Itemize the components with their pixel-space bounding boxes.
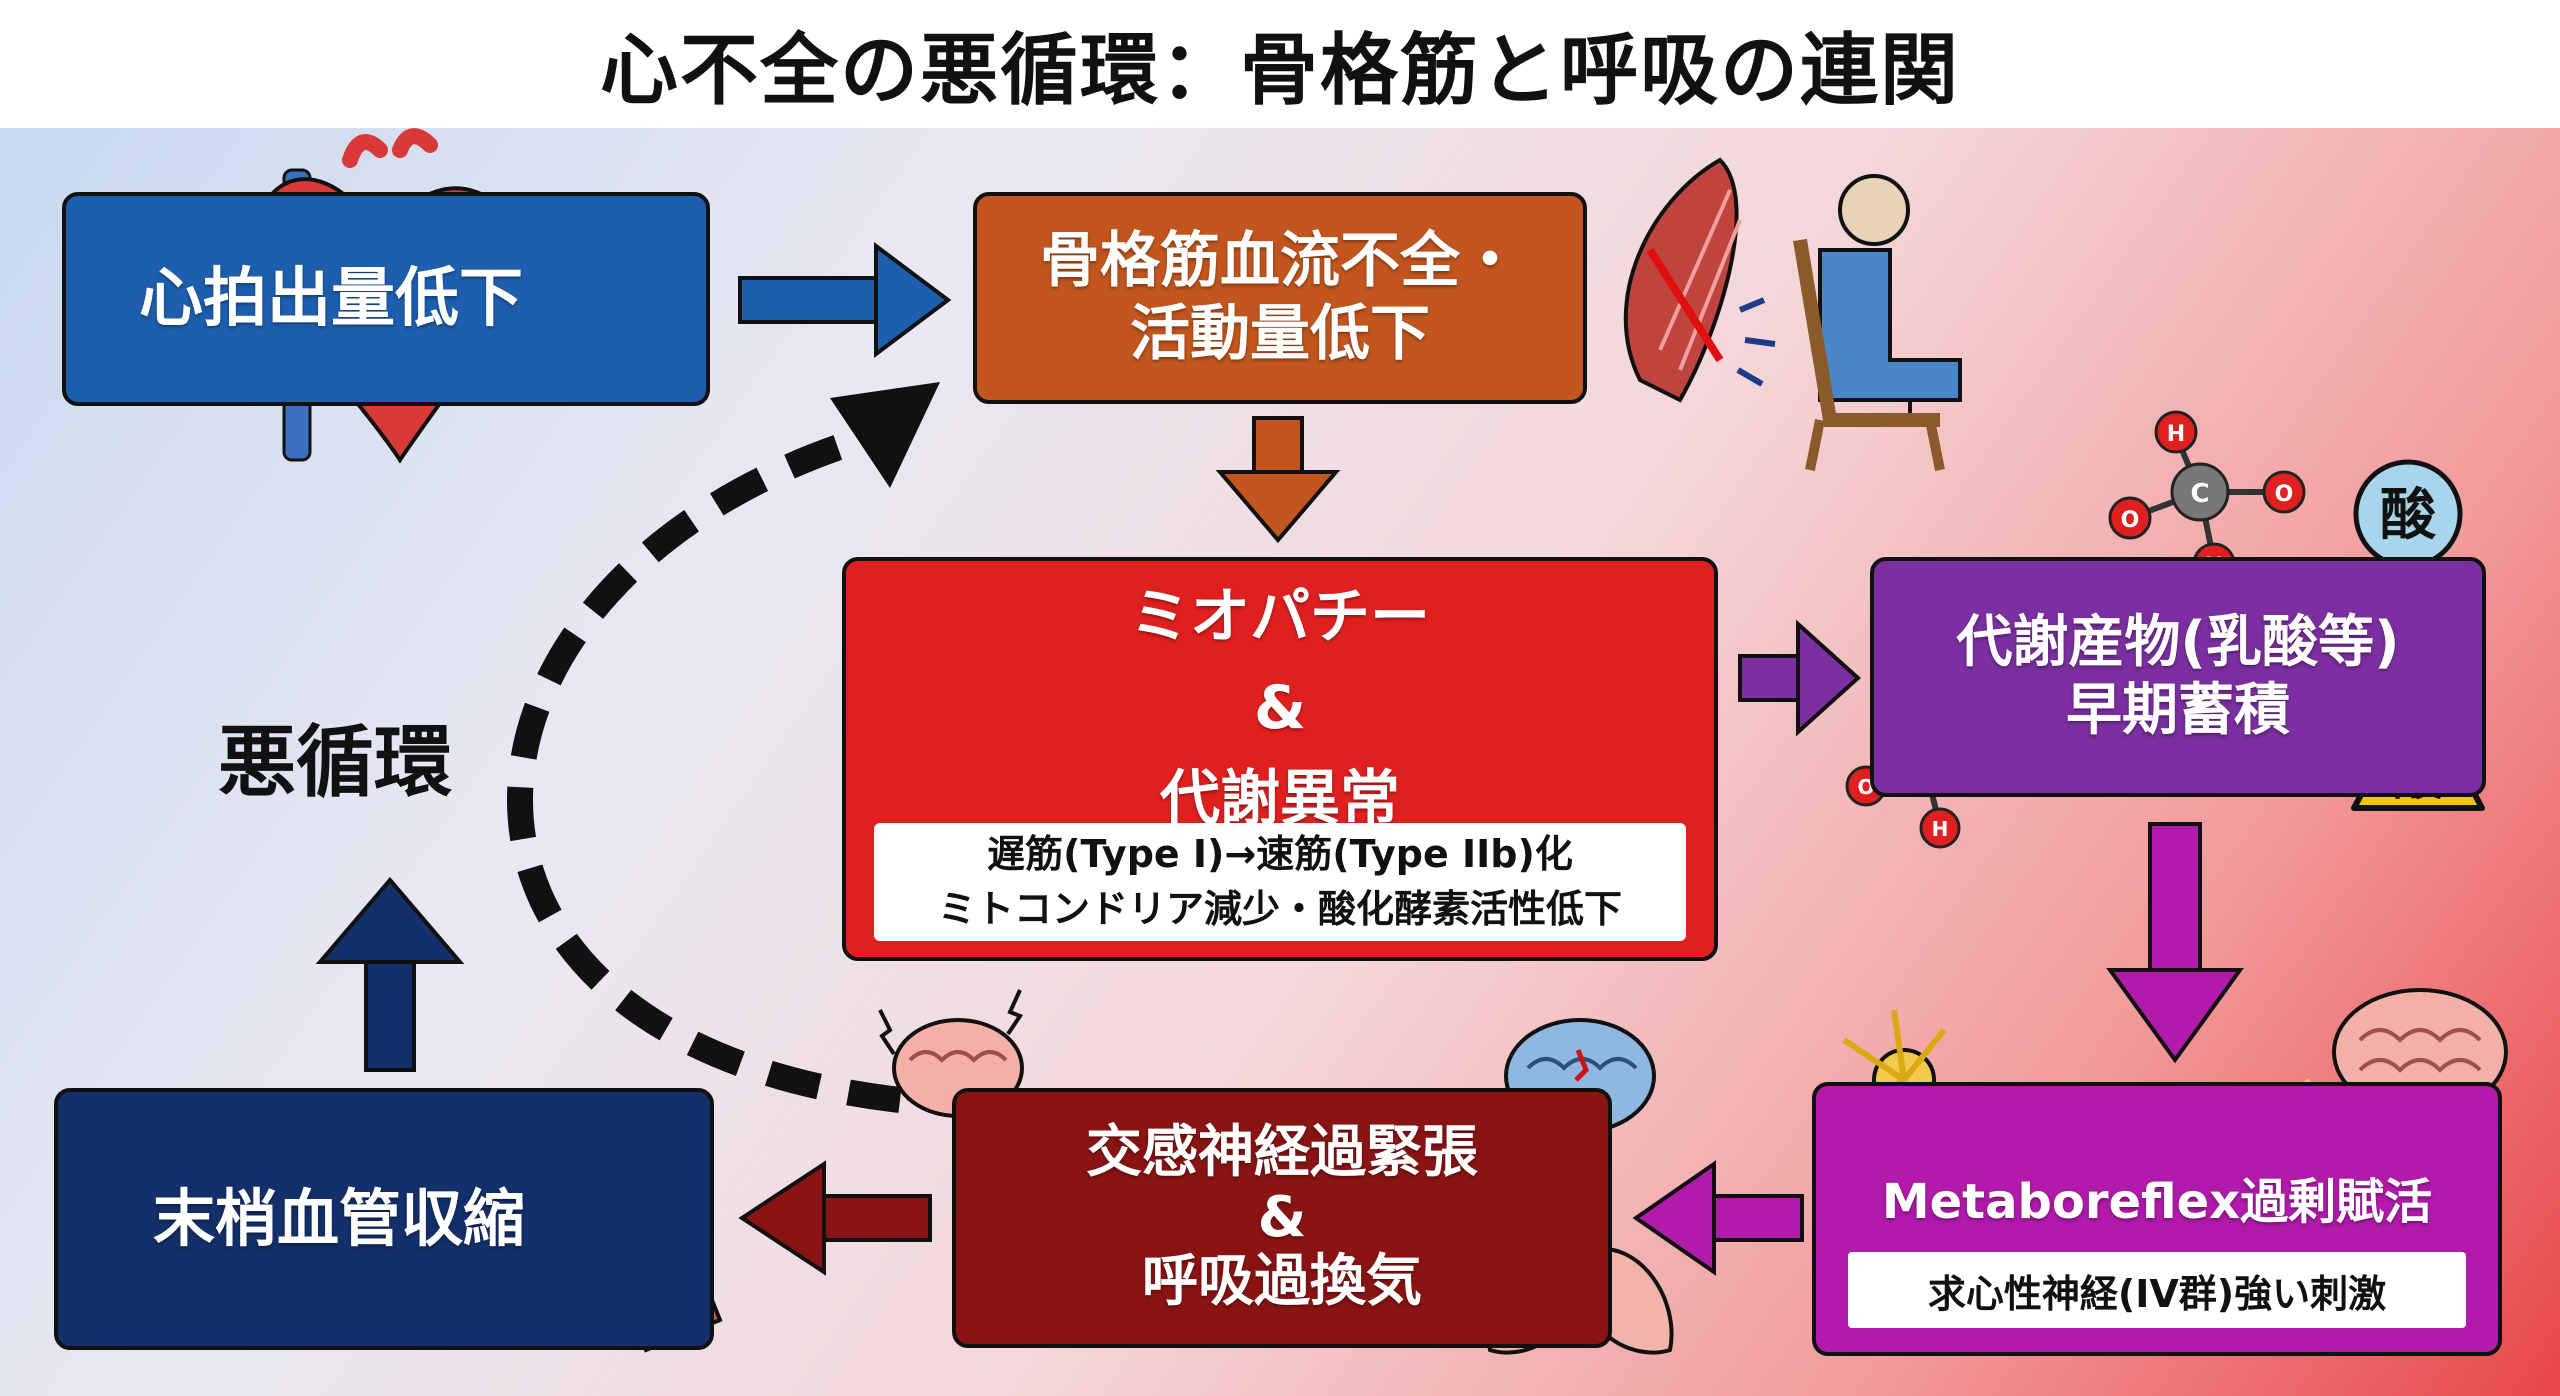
title-bar: 心不全の悪循環：骨格筋と呼吸の連関 <box>0 0 2560 128</box>
vicious-cycle-arrowhead <box>830 382 940 488</box>
arrow-metabolite-to-metaboreflex <box>2106 822 2244 1064</box>
sympathetic-box: 交感神経過緊張 & 呼吸過換気 <box>952 1088 1612 1348</box>
muscle-blood-flow-box: 骨格筋血流不全・ 活動量低下 <box>973 192 1587 404</box>
atom-label: H <box>1932 817 1949 841</box>
metaboreflex-title: Metaboreflex過剰賦活 <box>1881 1174 2433 1231</box>
arrow-sympathetic-to-vasoconstriction <box>738 1160 932 1276</box>
atom-label: H <box>2167 422 2185 447</box>
acid-badge-label: 酸 <box>2380 483 2437 548</box>
muscle-pain-icon <box>1623 157 1776 403</box>
vasoconstriction-box: 末梢血管収縮 <box>54 1088 714 1350</box>
atom-label: C <box>2190 479 2209 509</box>
arrow-muscle-to-myopathy <box>1215 416 1341 544</box>
page-title: 心不全の悪循環：骨格筋と呼吸の連関 <box>599 26 1960 116</box>
myopathy-detail-line2: ミトコンドリア減少・酸化酵素活性低下 <box>937 887 1622 931</box>
acid-badge-icon: 酸 <box>2353 459 2463 569</box>
sympathetic-amp: & <box>1257 1184 1307 1250</box>
metabolite-line2: 早期蓄積 <box>2066 678 2290 743</box>
vicious-cycle-dashed-arrow <box>507 427 902 1113</box>
metabolite-line1: 代謝産物(乳酸等) <box>1956 609 2400 675</box>
muscle-flow-line2: 活動量低下 <box>1130 299 1430 369</box>
sitting-person-icon <box>1793 174 1962 471</box>
atom-label: O <box>2275 482 2294 507</box>
cardiac-output-label: 心拍出量低下 <box>139 261 523 336</box>
cardiac-output-box: 心拍出量低下 <box>62 192 710 406</box>
vicious-cycle-label: 悪循環 <box>218 718 453 808</box>
atom-label: O <box>2121 508 2140 533</box>
sympathetic-line2: 呼吸過換気 <box>1142 1249 1422 1315</box>
muscle-flow-line1: 骨格筋血流不全・ <box>1040 225 1520 296</box>
metabolite-box: 代謝産物(乳酸等) 早期蓄積 <box>1870 557 2486 797</box>
myopathy-detail-line1: 遅筋(Type I)→速筋(Type IIb)化 <box>987 831 1573 876</box>
arrow-metaboreflex-to-sympathetic <box>1632 1160 1804 1276</box>
vasoconstriction-label: 末梢血管収縮 <box>152 1182 525 1256</box>
arrow-cardiac-to-muscle <box>738 242 952 358</box>
arrow-vasoconstriction-up <box>315 876 465 1072</box>
myopathy-line2: 代謝異常 <box>1160 764 1400 834</box>
myopathy-amp: & <box>1253 673 1307 743</box>
myopathy-box: ミオパチー & 代謝異常 遅筋(Type I)→速筋(Type IIb)化 ミト… <box>842 557 1718 961</box>
myopathy-line1: ミオパチー <box>1130 582 1430 652</box>
myopathy-detail: 遅筋(Type I)→速筋(Type IIb)化 ミトコンドリア減少・酸化酵素活… <box>874 823 1686 941</box>
metaboreflex-box: Metaboreflex過剰賦活 求心性神経(IV群)強い刺激 <box>1812 1082 2502 1356</box>
sympathetic-line1: 交感神経過緊張 <box>1086 1120 1478 1186</box>
metaboreflex-detail: 求心性神経(IV群)強い刺激 <box>1848 1252 2466 1328</box>
arrow-myopathy-to-metabolite <box>1738 619 1861 737</box>
